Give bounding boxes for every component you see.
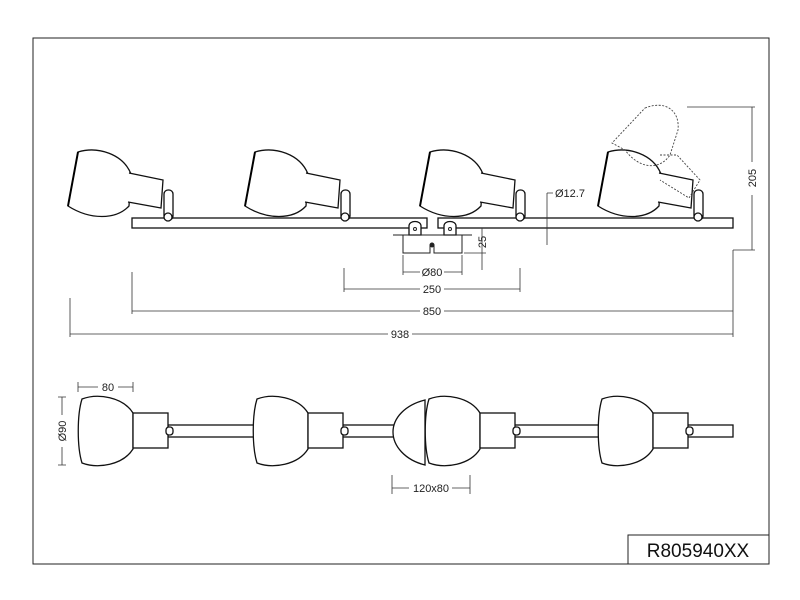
dim-bar-diameter: Ø12.7 (555, 188, 585, 200)
dim-canopy-height: 25 (477, 236, 489, 248)
top-dimensions: 80 Ø90 120x80 (57, 382, 471, 495)
dim-swivel-range: 120x80 (413, 483, 449, 495)
drawing-frame (32, 37, 770, 565)
spotlight-1 (67, 149, 174, 222)
title-block: R805940XX (627, 534, 770, 565)
spotlight-3-swivel-ghost (392, 399, 426, 466)
spotlight-top-2 (252, 395, 349, 467)
bar-right (437, 217, 734, 229)
spotlight-4-tilted-ghost (611, 104, 701, 199)
dim-canopy-width: 250 (423, 284, 441, 296)
spotlight-3 (419, 149, 526, 222)
product-code: R805940XX (647, 541, 750, 562)
dim-bar-length: 850 (423, 306, 441, 318)
spotlight-top-1 (77, 395, 174, 467)
canopy (393, 220, 472, 254)
dim-shade-diameter: Ø90 (57, 421, 69, 442)
front-view (67, 104, 734, 254)
spotlight-2 (244, 149, 351, 222)
spotlight-top-4 (597, 395, 694, 467)
spotlight-top-3 (424, 395, 521, 467)
dim-shade-length: 80 (102, 382, 114, 394)
dim-canopy-diameter: Ø80 (422, 267, 443, 279)
top-view (77, 395, 734, 467)
bar-left (131, 217, 428, 229)
dim-total-height: 205 (747, 169, 759, 187)
front-dimensions: Ø80 250 850 938 25 Ø12.7 205 (69, 106, 759, 341)
spotlight-4 (597, 149, 704, 222)
dim-total-length: 938 (391, 329, 409, 341)
